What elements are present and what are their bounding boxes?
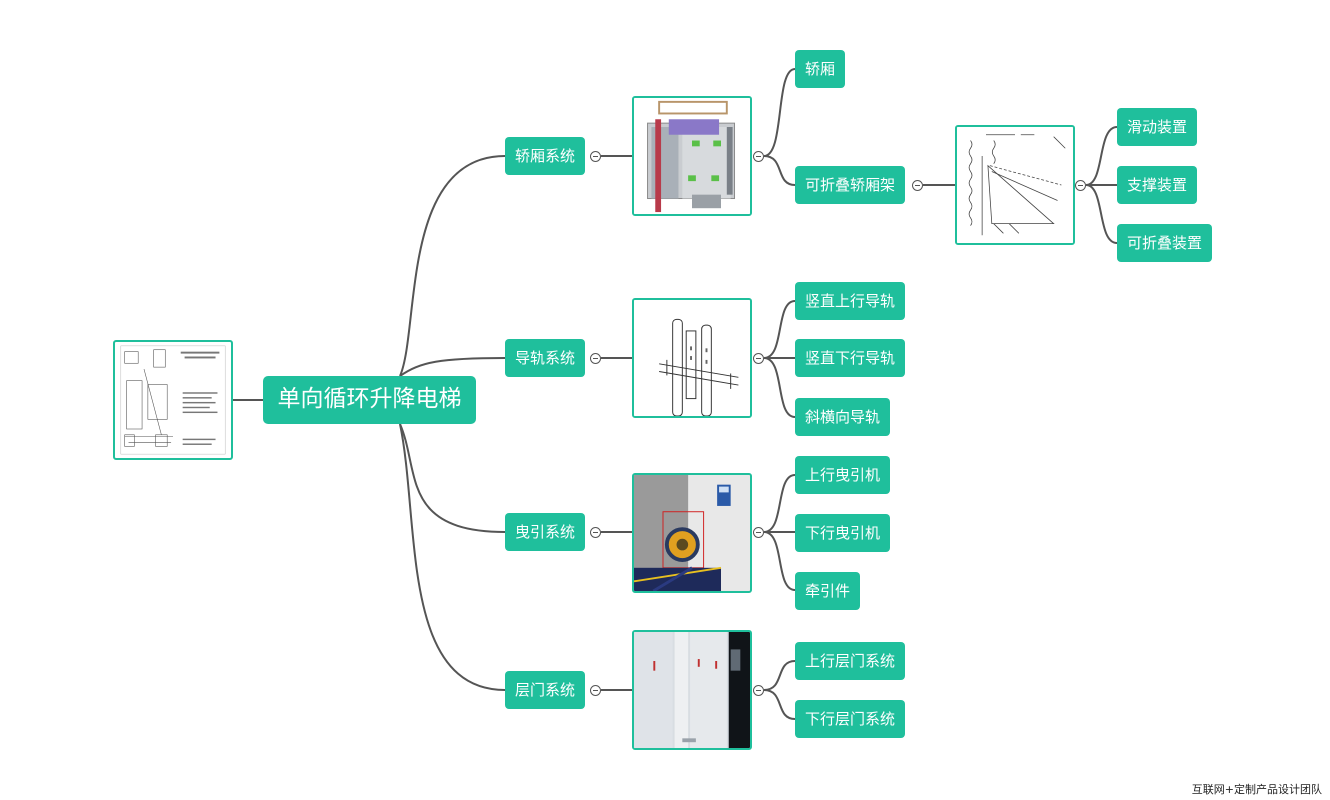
- branch-traction-system[interactable]: 曳引系统: [505, 513, 586, 551]
- guide-rail-image[interactable]: [632, 298, 752, 418]
- branch-landing-door-system[interactable]: 层门系统: [505, 671, 586, 709]
- car-system-image[interactable]: [632, 96, 752, 216]
- node-down-landing-door[interactable]: 下行层门系统: [795, 700, 906, 738]
- root-document-image[interactable]: [113, 340, 233, 460]
- node-support-device[interactable]: 支撑装置: [1117, 166, 1198, 204]
- collapse-toggle-icon[interactable]: [590, 151, 601, 162]
- collapse-toggle-icon[interactable]: [753, 685, 764, 696]
- node-vertical-down-rail[interactable]: 竖直下行导轨: [795, 339, 906, 377]
- traction-machine-image[interactable]: [632, 473, 752, 593]
- node-down-traction-machine[interactable]: 下行曳引机: [795, 514, 891, 552]
- node-traction-member[interactable]: 牵引件: [795, 572, 861, 610]
- node-diagonal-rail[interactable]: 斜横向导轨: [795, 398, 891, 436]
- collapse-toggle-icon[interactable]: [753, 527, 764, 538]
- car-frame-drawing-image[interactable]: [955, 125, 1075, 245]
- collapse-toggle-icon[interactable]: [590, 685, 601, 696]
- collapse-toggle-icon[interactable]: [590, 527, 601, 538]
- collapse-toggle-icon[interactable]: [912, 180, 923, 191]
- collapse-toggle-icon[interactable]: [590, 353, 601, 364]
- collapse-toggle-icon[interactable]: [753, 151, 764, 162]
- node-foldable-car-frame[interactable]: 可折叠轿厢架: [795, 166, 906, 204]
- root-node[interactable]: 单向循环升降电梯: [263, 376, 476, 424]
- footer-credit: 互联网+定制产品设计团队: [1191, 783, 1322, 796]
- collapse-toggle-icon[interactable]: [1075, 180, 1086, 191]
- node-up-landing-door[interactable]: 上行层门系统: [795, 642, 906, 680]
- node-vertical-up-rail[interactable]: 竖直上行导轨: [795, 282, 906, 320]
- branch-car-system[interactable]: 轿厢系统: [505, 137, 586, 175]
- node-car[interactable]: 轿厢: [795, 50, 846, 88]
- collapse-toggle-icon[interactable]: [753, 353, 764, 364]
- node-sliding-device[interactable]: 滑动装置: [1117, 108, 1198, 146]
- landing-door-image[interactable]: [632, 630, 752, 750]
- branch-guide-rail-system[interactable]: 导轨系统: [505, 339, 586, 377]
- node-foldable-device[interactable]: 可折叠装置: [1117, 224, 1213, 262]
- node-up-traction-machine[interactable]: 上行曳引机: [795, 456, 891, 494]
